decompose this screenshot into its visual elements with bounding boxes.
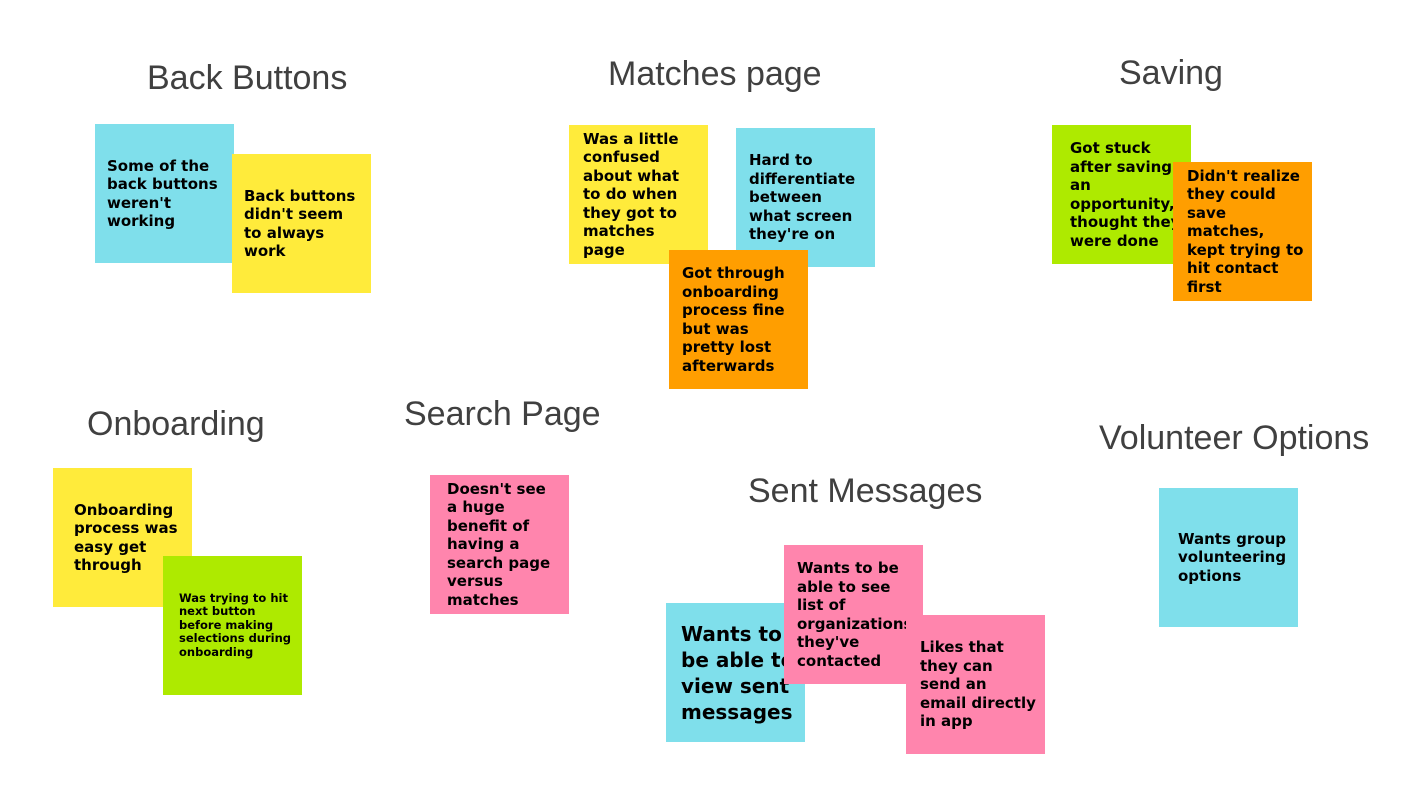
group-title-volunteer-options: Volunteer Options — [1099, 419, 1370, 457]
group-title-back-buttons: Back Buttons — [147, 59, 348, 97]
group-title-sent-messages: Sent Messages — [748, 472, 983, 510]
sticky-note[interactable]: Some of the back buttons weren't working — [95, 124, 234, 263]
group-title-search-page: Search Page — [404, 395, 601, 433]
sticky-note[interactable]: Likes that they can send an email direct… — [906, 615, 1045, 754]
sticky-note-text: Didn't realize they could save matches, … — [1187, 166, 1304, 296]
sticky-note[interactable]: Got through onboarding process fine but … — [669, 250, 808, 389]
sticky-note-text: Some of the back buttons weren't working — [107, 156, 218, 231]
sticky-note-text: Got stuck after saving an opportunity, t… — [1070, 139, 1181, 250]
group-title-saving: Saving — [1119, 54, 1223, 92]
sticky-note[interactable]: Wants group volunteering options — [1159, 488, 1298, 627]
sticky-note-text: Onboarding process was easy get through — [74, 500, 178, 575]
sticky-note-text: Was trying to hit next button before mak… — [179, 590, 292, 659]
sticky-note[interactable]: Was a little confused about what to do w… — [569, 125, 708, 264]
sticky-note-text: Got through onboarding process fine but … — [682, 264, 785, 375]
sticky-note[interactable]: Wants to be able to see list of organiza… — [784, 545, 923, 684]
sticky-note[interactable]: Got stuck after saving an opportunity, t… — [1052, 125, 1191, 264]
sticky-note-text: Doesn't see a huge benefit of having a s… — [447, 479, 551, 609]
group-title-matches-page: Matches page — [608, 55, 822, 93]
sticky-note[interactable]: Hard to differentiate between what scree… — [736, 128, 875, 267]
sticky-note-text: Wants group volunteering options — [1178, 529, 1287, 585]
sticky-note[interactable]: Doesn't see a huge benefit of having a s… — [430, 475, 569, 614]
sticky-note[interactable]: Didn't realize they could save matches, … — [1173, 162, 1312, 301]
sticky-note[interactable]: Onboarding process was easy get through — [53, 468, 192, 607]
sticky-note-text: Hard to differentiate between what scree… — [749, 151, 856, 244]
sticky-note-text: Wants to be able to view sent messages — [681, 621, 795, 724]
sticky-note[interactable]: Wants to be able to view sent messages — [666, 603, 805, 742]
sticky-note-text: Back buttons didn't seem to always work — [244, 186, 356, 261]
sticky-note-text: Wants to be able to see list of organiza… — [797, 559, 913, 670]
group-title-onboarding: Onboarding — [87, 405, 265, 443]
sticky-note[interactable]: Back buttons didn't seem to always work — [232, 154, 371, 293]
sticky-note-text: Likes that they can send an email direct… — [920, 638, 1036, 731]
sticky-note-text: Was a little confused about what to do w… — [583, 129, 680, 259]
sticky-note[interactable]: Was trying to hit next button before mak… — [163, 556, 302, 695]
